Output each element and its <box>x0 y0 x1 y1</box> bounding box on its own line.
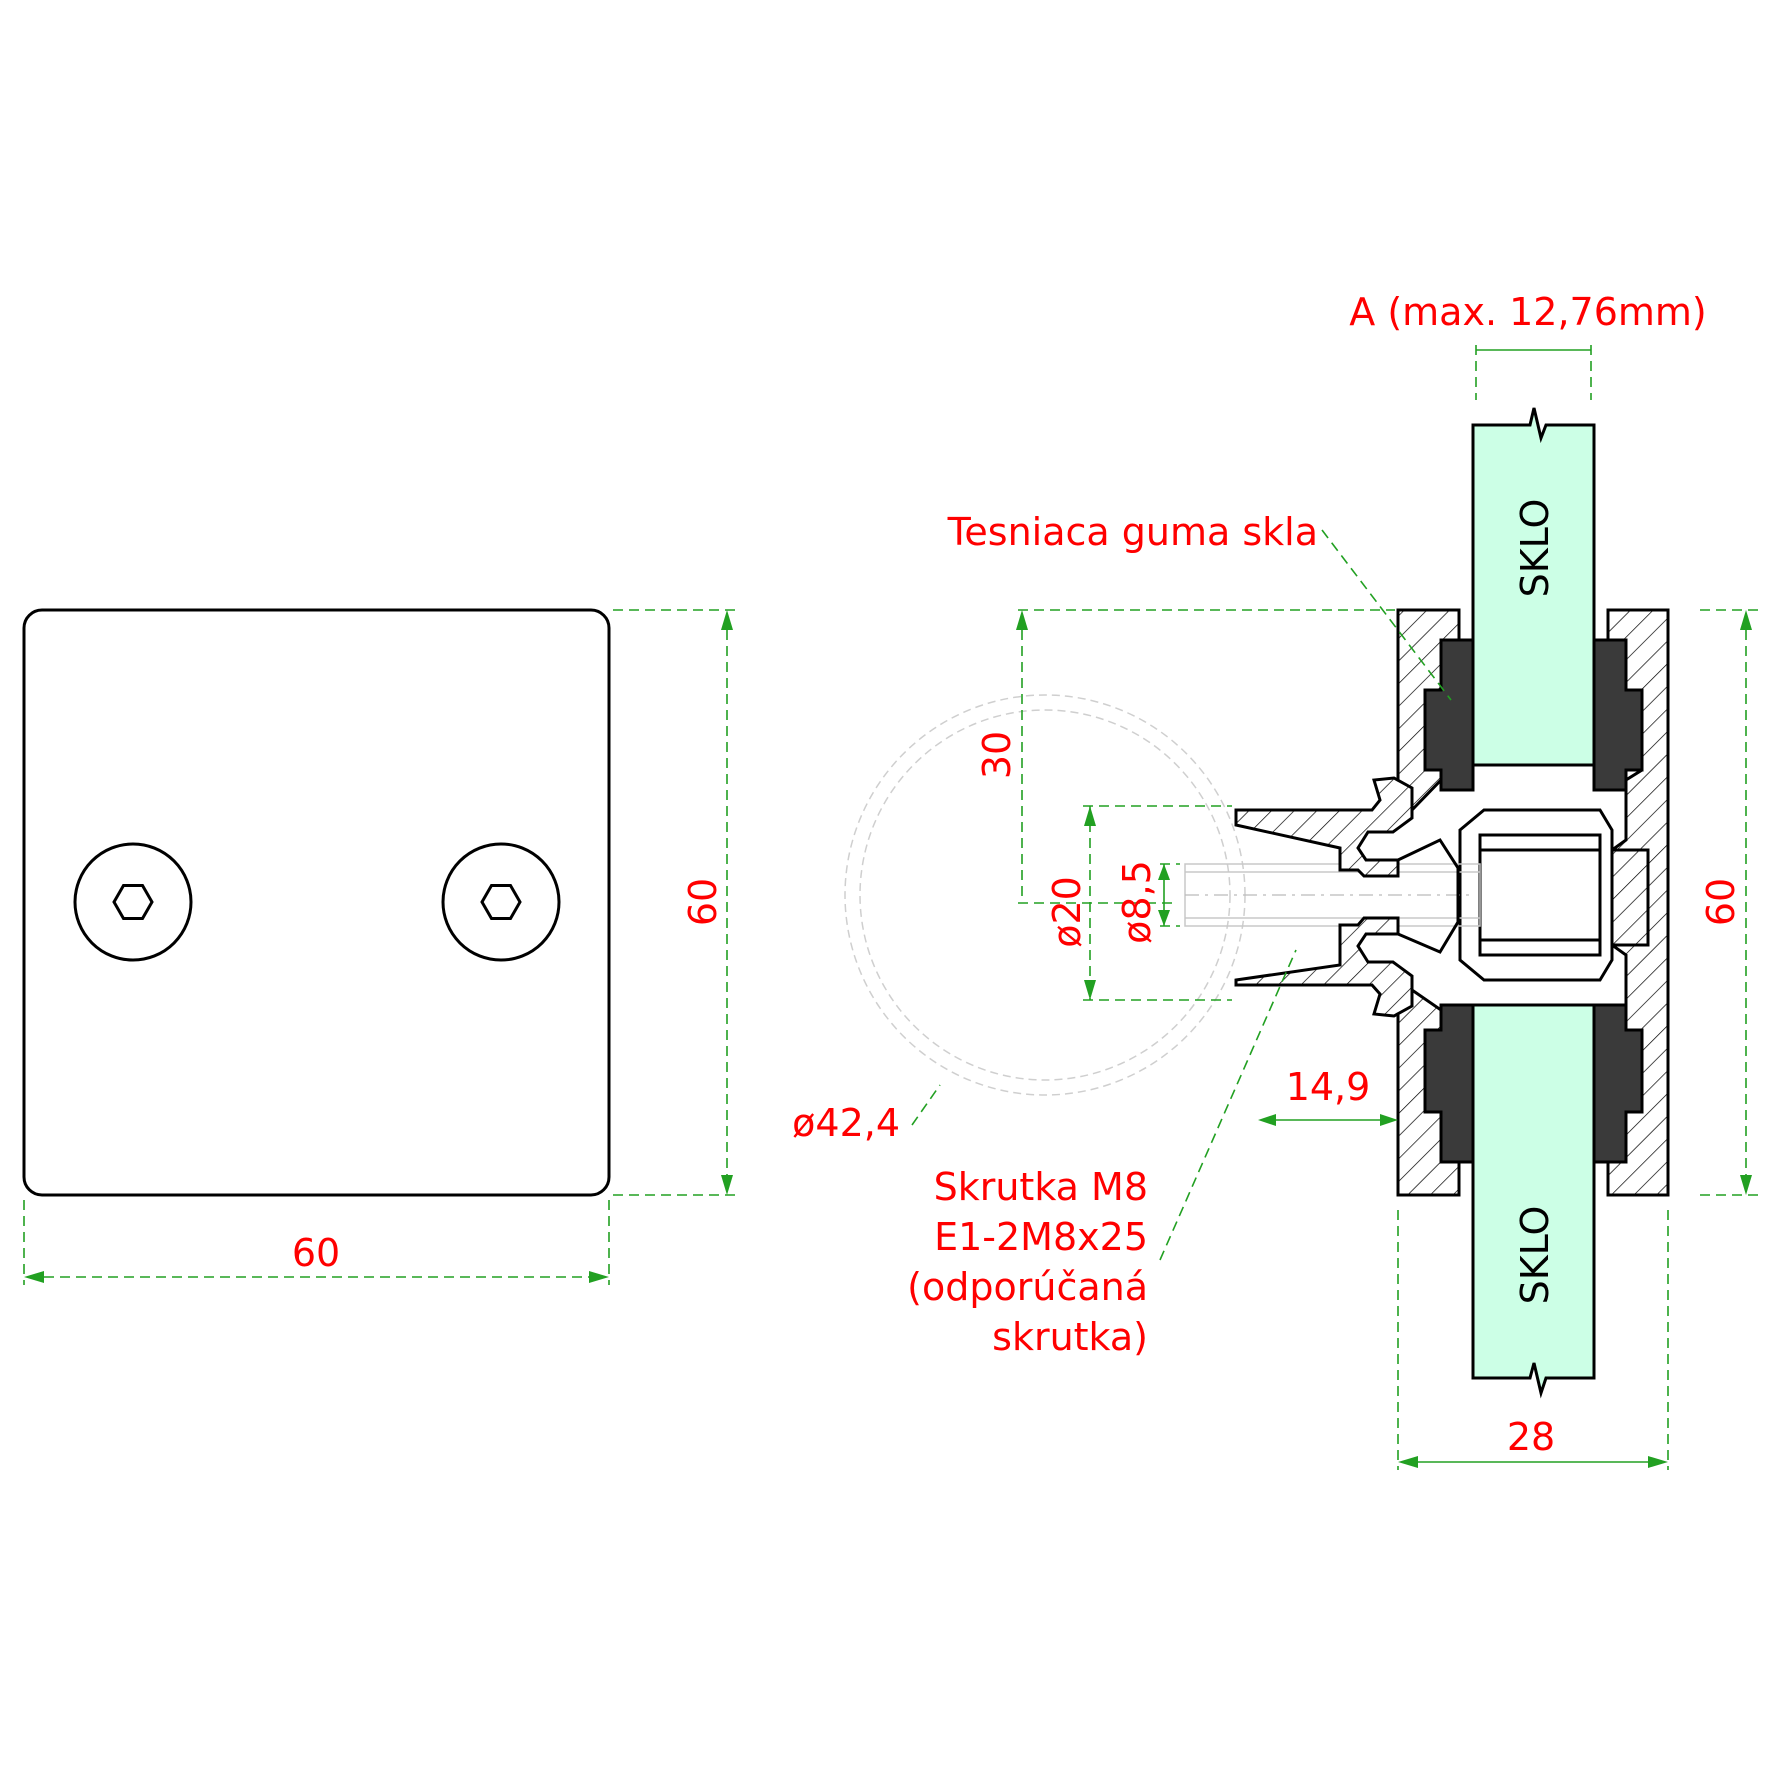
section-height-dimension: 60 <box>1699 609 1763 1196</box>
screw-label-line3: (odporúčaná <box>907 1265 1148 1309</box>
front-width-dimension: 60 <box>23 1200 610 1285</box>
screw-label-line4: skrutka) <box>992 1315 1148 1359</box>
screw-callout: Skrutka M8 E1-2M8x25 (odporúčaná skrutka… <box>907 949 1297 1359</box>
glass-pane-top: SKLO <box>1471 407 1596 767</box>
glass-thickness-dimension: A (max. 12,76mm) <box>1349 290 1707 400</box>
screw-thread <box>1184 863 1481 927</box>
front-height-dimension: 60 <box>613 609 735 1196</box>
screw-label-line1: Skrutka M8 <box>934 1165 1148 1209</box>
offset-14-9-dimension: 14,9 <box>1258 1065 1398 1126</box>
glass-label-top: SKLO <box>1513 499 1557 598</box>
front-height-label: 60 <box>681 878 725 926</box>
pipe-diameter-label: ø42,4 <box>792 1101 900 1145</box>
diameter-8-5-label: ø8,5 <box>1115 860 1159 944</box>
rubber-seal-callout: Tesniaca guma skla <box>947 510 1452 701</box>
width-28-dimension: 28 <box>1397 1210 1669 1470</box>
pipe-inner-outline <box>859 709 1231 1081</box>
pipe-diameter-callout: ø42,4 <box>792 1084 941 1145</box>
offset-30-label: 30 <box>975 731 1019 779</box>
width-28-label: 28 <box>1507 1415 1555 1459</box>
pipe-saddle-adapter <box>1234 776 1460 1018</box>
bolt-head-left <box>73 842 193 962</box>
rubber-gaskets <box>1423 638 1644 1164</box>
glass-thickness-label: A (max. 12,76mm) <box>1349 290 1707 334</box>
diameter-8-5-dimension: ø8,5 <box>1115 860 1180 944</box>
diameter-20-label: ø20 <box>1045 876 1089 948</box>
section-height-label: 60 <box>1699 878 1743 926</box>
screw-label-line2: E1-2M8x25 <box>934 1215 1148 1259</box>
offset-30-dimension: 30 <box>975 609 1395 904</box>
bolt-head-right <box>441 842 561 962</box>
rubber-seal-label: Tesniaca guma skla <box>947 510 1318 554</box>
diameter-20-dimension: ø20 <box>1045 805 1232 1001</box>
glass-label-bottom: SKLO <box>1513 1206 1557 1305</box>
section-view: SKLO SKLO <box>792 290 1763 1470</box>
front-width-label: 60 <box>292 1231 340 1275</box>
offset-14-9-label: 14,9 <box>1286 1065 1371 1109</box>
glass-pane-bottom: SKLO <box>1471 1003 1596 1399</box>
front-view: 60 60 <box>22 608 735 1285</box>
square-plate <box>22 608 611 1197</box>
